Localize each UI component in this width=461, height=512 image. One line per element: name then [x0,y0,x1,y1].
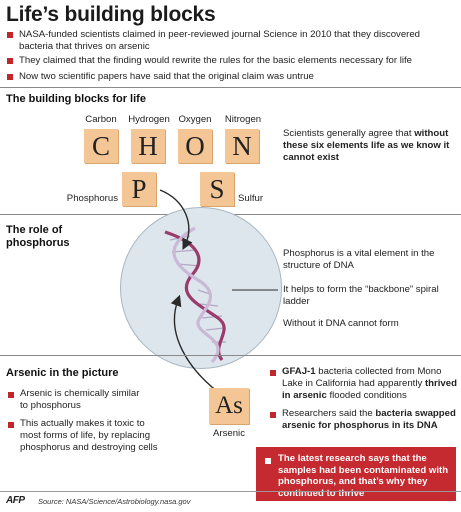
divider [0,355,461,356]
source-text: Source: NASA/Science/Astrobiology.nasa.g… [38,497,191,506]
bullet-marker [270,370,276,376]
six-elements-note-bold: without these six elements life as we kn… [283,128,450,163]
divider [0,87,461,88]
section-heading-arsenic: Arsenic in the picture [6,367,119,379]
dna-strand-b [172,226,220,364]
gfaj-end: flooded conditions [326,390,407,401]
section-heading-building-blocks: The building blocks for life [6,93,146,105]
gfaj-thrived: thrived in arsenic [282,378,457,401]
page-title: Life’s building blocks [6,3,216,26]
intro-bullet-3: Now two scientific papers have said that… [19,71,314,82]
swap-plain: Researchers said the [282,408,376,419]
intro-bullet-1: NASA-funded scientists claimed in peer-r… [19,29,421,52]
element-name-sulfur: Sulfur [238,193,264,204]
afp-logo: AFP [6,495,25,506]
latest-research-text: The latest research says that the sample… [278,453,449,499]
swap-text: Researchers said the bacteria swapped ar… [282,408,458,432]
bullet-marker [7,32,13,38]
backbone-text: It helps to form the “backbone” spiral l… [283,284,439,307]
dna-strand-a [164,230,226,361]
element-tile-phosphorus: P [122,172,156,206]
arsenic-similar-text: Arsenic is chemically similar to phospho… [20,388,140,411]
element-tile-hydrogen: H [131,129,165,163]
section-heading-role-line1: The role of [6,224,63,236]
element-name-hydrogen: Hydrogen [128,114,170,125]
element-tile-nitrogen: N [225,129,259,163]
element-name-nitrogen: Nitrogen [224,114,262,125]
bullet-marker [270,412,276,418]
bullet-marker [7,74,13,80]
latest-research-box: The latest research says that the sample… [256,447,456,501]
dna-cannot-form-text: Without it DNA cannot form [283,318,399,329]
six-elements-note: Scientists generally agree that without … [283,128,459,164]
gfaj-bold: GFAJ-1 [282,366,316,377]
bullet-marker [265,458,271,464]
gfaj-text: GFAJ-1 bacteria collected from Mono Lake… [282,366,460,402]
gfaj-plain: bacteria collected from Mono Lake in Cal… [282,366,442,389]
bullet-marker [8,392,14,398]
footer-divider [0,491,461,492]
arsenic-toxic-text: This actually makes it toxic to most for… [20,418,158,453]
intro-bullet-2: They claimed that the finding would rewr… [19,55,413,66]
bullet-marker [7,58,13,64]
arrow-phosphorus-to-dna [159,189,193,251]
element-tile-sulfur: S [200,172,234,206]
element-tile-arsenic: As [209,388,249,424]
section-heading-role: The role of phosphorus [6,224,70,250]
bullet-marker [8,422,14,428]
six-elements-note-plain: Scientists generally agree that [283,128,412,139]
phosphorus-vital-text: Phosphorus is a vital element in the str… [283,248,435,271]
element-name-arsenic: Arsenic [213,428,245,439]
element-name-oxygen: Oxygen [178,114,212,125]
arrow-arsenic-to-dna [170,294,219,393]
element-tile-oxygen: O [178,129,212,163]
swap-bold: bacteria swapped arsenic for phosphorus … [282,408,456,431]
element-name-carbon: Carbon [85,114,117,125]
element-tile-carbon: C [84,129,118,163]
section-heading-role-line2: phosphorus [6,237,70,249]
element-name-phosphorus: Phosphorus [66,193,118,204]
dna-circle [120,207,282,369]
